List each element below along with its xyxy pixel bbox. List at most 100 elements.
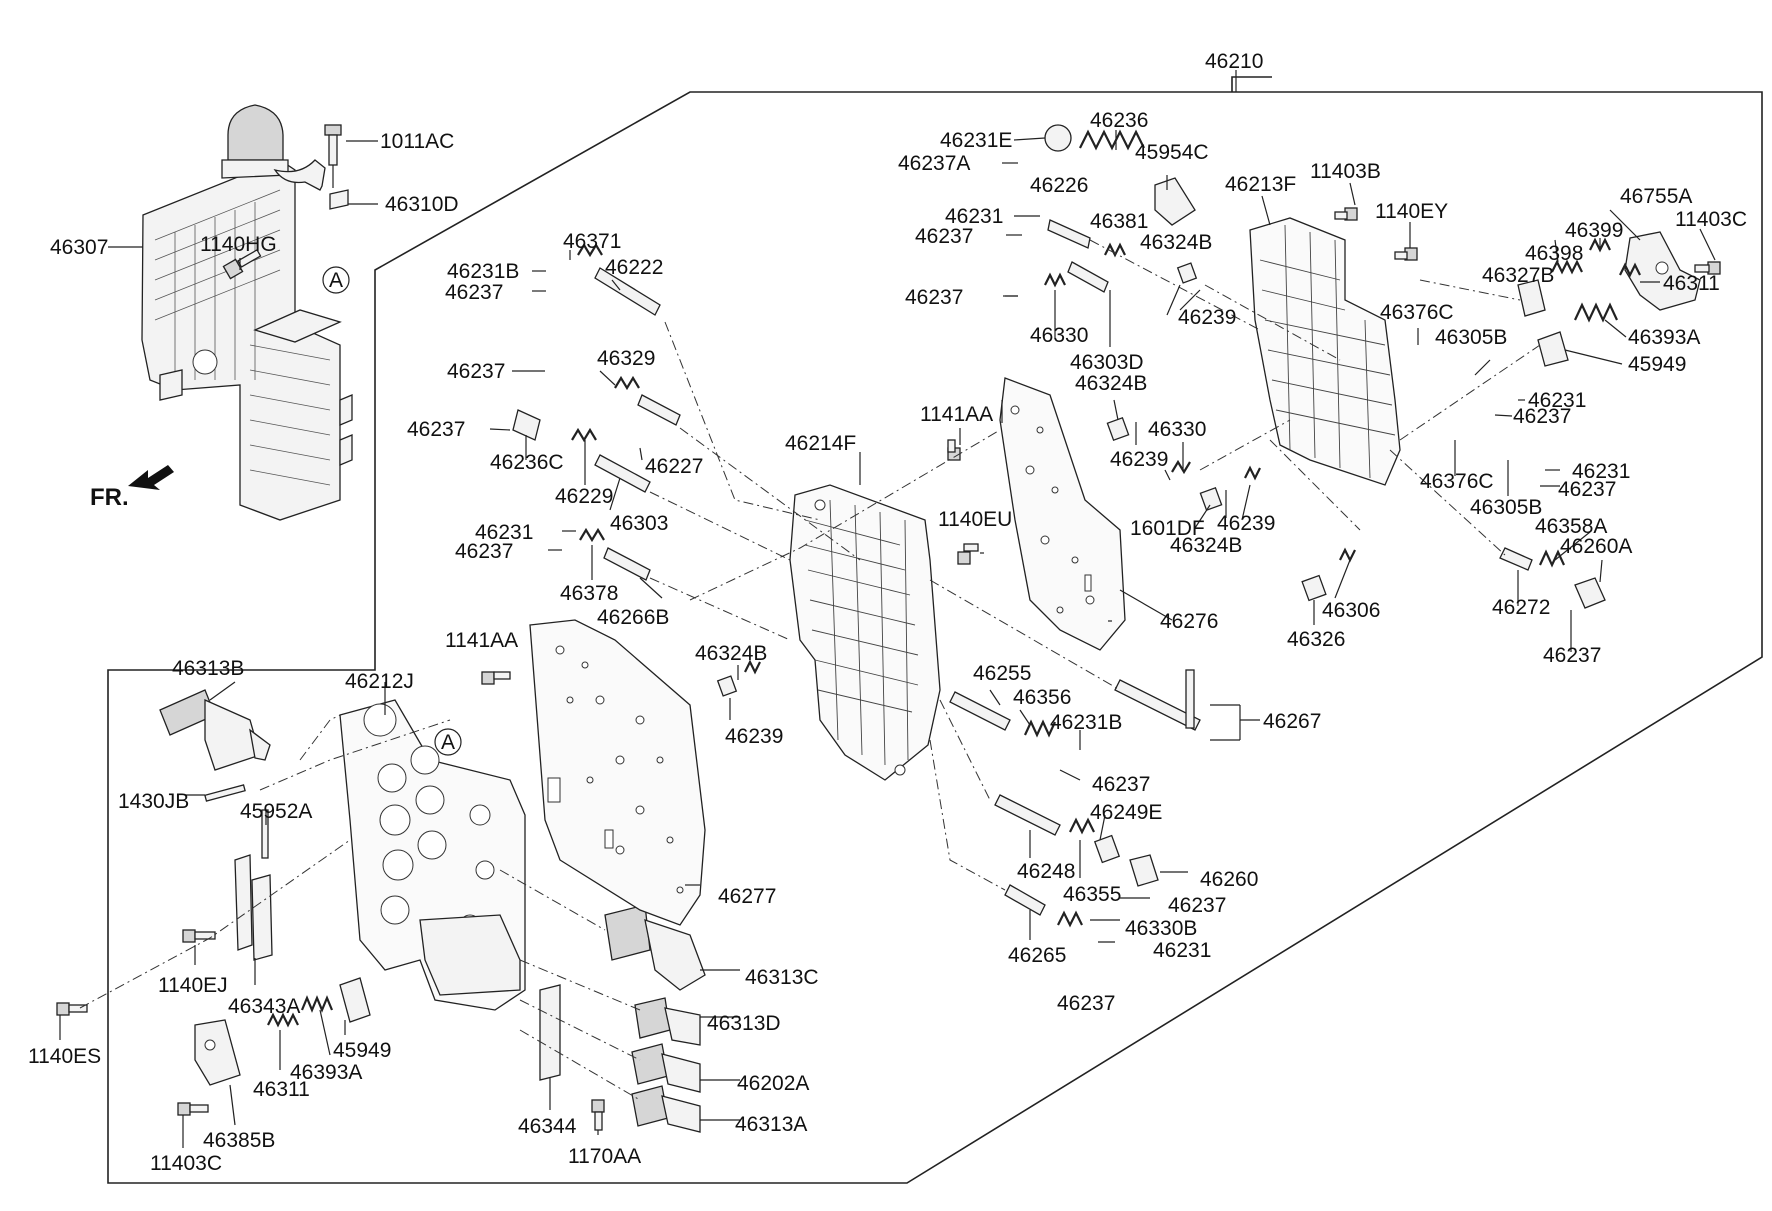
callout-46237-c: 46237 <box>905 286 963 309</box>
callout-46231-a: 46231 <box>945 205 1003 228</box>
callout-46237-b: 46237 <box>445 281 503 304</box>
callout-46237-l: 46237 <box>1057 992 1115 1015</box>
solenoid-46313D <box>634 997 701 1046</box>
callout-46313A: 46313A <box>735 1113 807 1136</box>
callout-46272: 46272 <box>1492 596 1550 619</box>
callout-46237-j: 46237 <box>1092 773 1150 796</box>
spring-46355 <box>1069 817 1095 835</box>
callout-labels: 46210 1011AC 46310D 46307 1140HG A FR. 4… <box>28 50 1747 1175</box>
callout-46313B: 46313B <box>172 657 244 680</box>
solenoid-46313A <box>631 1085 701 1133</box>
valve-46272 <box>1499 547 1533 571</box>
bolt-1141AA-a <box>947 439 961 461</box>
bolt-11403B <box>1334 207 1358 221</box>
callout-45949-a: 45949 <box>1628 353 1686 376</box>
plug-46324B-c <box>1199 486 1223 512</box>
solenoid-46202A <box>631 1043 701 1093</box>
plug-46324B-d <box>716 659 761 697</box>
solenoid-46313B <box>159 689 271 771</box>
callout-46267: 46267 <box>1263 710 1321 733</box>
callout-46237-g: 46237 <box>1558 478 1616 501</box>
callout-46214F: 46214F <box>785 432 856 455</box>
callout-46237-d: 46237 <box>447 360 505 383</box>
plug-46249E <box>1093 834 1121 864</box>
plug-46327B <box>1517 279 1546 317</box>
callout-46327B: 46327B <box>1482 264 1554 287</box>
callout-46330-a: 46330 <box>1030 324 1088 347</box>
callout-1601DF: 1601DF <box>1130 517 1205 540</box>
callout-46237-h: 46237 <box>455 540 513 563</box>
bolt-1140ES <box>56 1002 88 1016</box>
separator-plate-46277 <box>529 619 706 926</box>
callout-46266B: 46266B <box>597 606 669 629</box>
spring-46393A-a <box>1574 302 1618 323</box>
valve-body-46213F <box>1249 217 1401 486</box>
valve-46255 <box>949 691 1011 731</box>
bolt-11403C-b <box>177 1102 209 1116</box>
callout-46393A-a: 46393A <box>1628 326 1700 349</box>
callout-46231E: 46231E <box>940 129 1012 152</box>
callout-46324B-b: 46324B <box>1075 372 1147 395</box>
callout-46239-a: 46239 <box>1178 306 1236 329</box>
callout-46311-a: 46311 <box>1663 272 1720 295</box>
bolt-1011AC <box>324 124 342 188</box>
callout-11403C-a: 11403C <box>1675 208 1747 231</box>
spring-46306 <box>1339 547 1356 563</box>
callout-46237-k: 46237 <box>1168 894 1226 917</box>
cap-46231E <box>1044 124 1072 152</box>
spring-46239-c <box>1244 465 1261 481</box>
callout-46305B-b: 46305B <box>1470 496 1542 519</box>
bolt-1140EU <box>957 543 979 565</box>
callout-46343A: 46343A <box>228 995 300 1018</box>
pin-1430JB <box>204 784 246 802</box>
valve-46226 <box>1047 219 1126 258</box>
callout-46265: 46265 <box>1008 944 1066 967</box>
callout-46393A-b: 46393A <box>290 1061 362 1084</box>
valve-46267 <box>1114 669 1201 731</box>
callout-46385B: 46385B <box>203 1129 275 1152</box>
bracket-46310D <box>273 159 349 210</box>
callout-1430JB: 1430JB <box>118 790 189 813</box>
callout-46212J: 46212J <box>345 670 414 693</box>
bracket-46344 <box>539 984 561 1081</box>
callout-1140EY: 1140EY <box>1375 200 1448 223</box>
valve-46265 <box>1004 884 1083 928</box>
callout-46305B-a: 46305B <box>1435 326 1507 349</box>
plug-46324B-b <box>1106 416 1130 442</box>
callout-46236: 46236 <box>1090 109 1148 132</box>
bolt-11403C-a <box>1694 261 1721 275</box>
callout-46755A: 46755A <box>1620 185 1692 208</box>
callout-46227: 46227 <box>645 455 703 478</box>
bolt-1141AA-b <box>481 671 511 685</box>
callout-46358A: 46358A <box>1535 515 1607 538</box>
callout-46376C-b: 46376C <box>1420 470 1494 493</box>
callout-46260: 46260 <box>1200 868 1258 891</box>
callout-46231-b: 46231 <box>1528 389 1586 412</box>
callout-a-1: A <box>329 269 343 292</box>
plug-46260A <box>1574 577 1606 609</box>
callout-46276: 46276 <box>1160 610 1218 633</box>
valve-body-46214F <box>789 484 941 781</box>
callout-46248: 46248 <box>1017 860 1075 883</box>
callout-46277: 46277 <box>718 885 776 908</box>
bracket-46385B <box>194 1019 241 1086</box>
callout-46371: 46371 <box>563 230 621 253</box>
plug-46260 <box>1129 854 1159 887</box>
bracket-46755A <box>1624 231 1701 311</box>
callout-46303: 46303 <box>610 512 668 535</box>
callout-46237A: 46237A <box>898 152 970 175</box>
callout-46229: 46229 <box>555 485 613 508</box>
plug-46326 <box>1301 574 1327 602</box>
callout-46213F: 46213F <box>1225 173 1296 196</box>
leader-lines <box>59 70 1716 1148</box>
valve-46303D <box>1067 261 1109 293</box>
callout-46313D: 46313D <box>707 1012 781 1035</box>
separator-plate-46276 <box>999 377 1126 651</box>
bolt-1170AA <box>591 1099 605 1131</box>
callout-46355: 46355 <box>1063 883 1121 906</box>
callout-46237-i: 46237 <box>1543 644 1601 667</box>
callout-46326: 46326 <box>1287 628 1345 651</box>
plug-45954C <box>1154 177 1196 226</box>
callout-46231-e: 46231 <box>1153 939 1211 962</box>
pin-45952A <box>261 809 269 859</box>
